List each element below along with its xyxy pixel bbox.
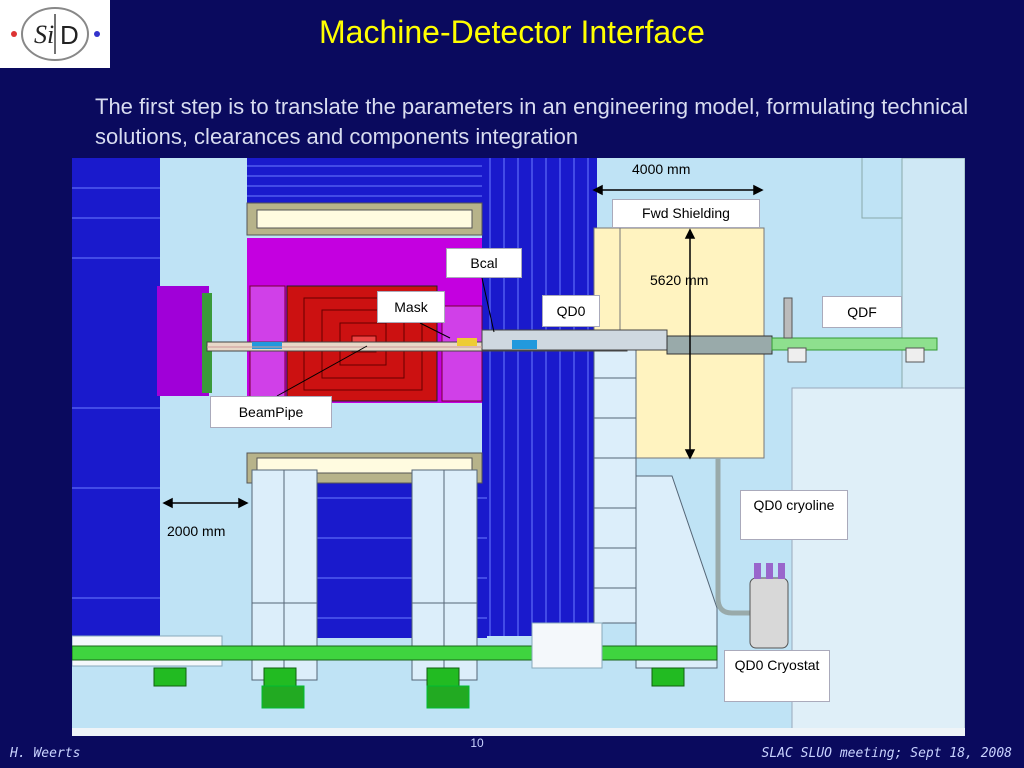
label-beampipe: BeamPipe	[210, 396, 332, 428]
label-qd0: QD0	[542, 295, 600, 327]
slide-title: Machine-Detector Interface	[319, 14, 705, 50]
footer-event: SLAC SLUO meeting; Sept 18, 2008	[761, 746, 1012, 761]
label-fwd-shielding: Fwd Shielding	[612, 199, 760, 228]
sid-logo: Si D	[0, 0, 110, 68]
label-qd0-cryostat: QD0 Cryostat	[724, 650, 830, 702]
sid-logo-graphic: Si D	[11, 7, 100, 61]
dimension-2000: 2000 mm	[167, 523, 226, 539]
label-qd0-cryoline: QD0 cryoline	[740, 490, 848, 540]
label-bcal: Bcal	[446, 248, 522, 278]
label-mask: Mask	[377, 291, 445, 323]
detector-drawing	[71, 157, 966, 737]
logo-text-d: D	[60, 20, 79, 50]
label-qdf: QDF	[822, 296, 902, 328]
footer-author: H. Weerts	[10, 746, 81, 761]
page-number: 10	[470, 736, 484, 750]
logo-text-s: Si	[34, 20, 54, 49]
dimension-5620: 5620 mm	[650, 272, 709, 288]
dimension-4000: 4000 mm	[632, 161, 691, 177]
engineering-drawing: Fwd Shielding Bcal Mask QD0 QDF BeamPipe…	[71, 157, 966, 737]
slide-body-text: The first step is to translate the param…	[95, 94, 969, 149]
